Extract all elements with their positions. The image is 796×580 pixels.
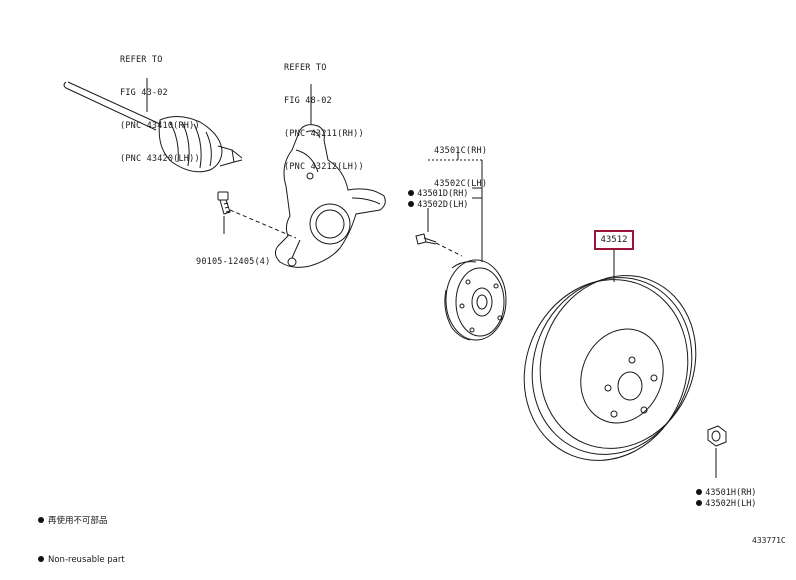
brake-rotor[interactable] — [497, 252, 721, 485]
non-reusable-dot-icon — [408, 190, 415, 196]
non-reusable-dot-icon — [696, 500, 703, 506]
legend-dot-icon — [38, 556, 44, 562]
non-reusable-dot-icon — [696, 489, 703, 495]
knuckle-reference-label: REFER TO FIG 48-02 (PNC 43211(RH)) (PNC … — [284, 63, 364, 172]
rotor-part-number-highlighted[interactable]: 43512 — [594, 230, 634, 250]
hub-bolt-rh-part-number[interactable]: 43501D(RH) — [398, 178, 468, 200]
figure-id: 433771C — [752, 536, 786, 545]
bolt-part-number[interactable]: 90105-12405(4) — [196, 257, 271, 267]
legend-line-ja: 再使用不可部品 — [38, 515, 125, 528]
hub-part-number[interactable]: 43501C(RH) 43502C(LH) — [434, 146, 488, 189]
nut-lh-part-number[interactable]: 43502H(LH) — [686, 488, 756, 510]
drive-shaft[interactable] — [63, 81, 243, 173]
hub-assembly[interactable] — [444, 259, 507, 341]
hub-bolt[interactable] — [415, 233, 437, 245]
hub-bolt-lh-part-number[interactable]: 43502D(LH) — [398, 189, 468, 211]
nut-rh-part-number[interactable]: 43501H(RH) — [686, 477, 756, 499]
steering-knuckle[interactable] — [274, 124, 386, 268]
parts-diagram — [63, 78, 727, 485]
hub-nut[interactable] — [707, 425, 727, 447]
legend-line-en: Non-reusable part — [38, 554, 125, 567]
non-reusable-dot-icon — [408, 201, 415, 207]
legend-dot-icon — [38, 517, 44, 523]
legend: 再使用不可部品 Non-reusable part — [38, 489, 125, 580]
knuckle-bolt[interactable] — [217, 191, 231, 215]
driveshaft-reference-label: REFER TO FIG 43-02 (PNC 43410(RH)) (PNC … — [120, 55, 200, 164]
